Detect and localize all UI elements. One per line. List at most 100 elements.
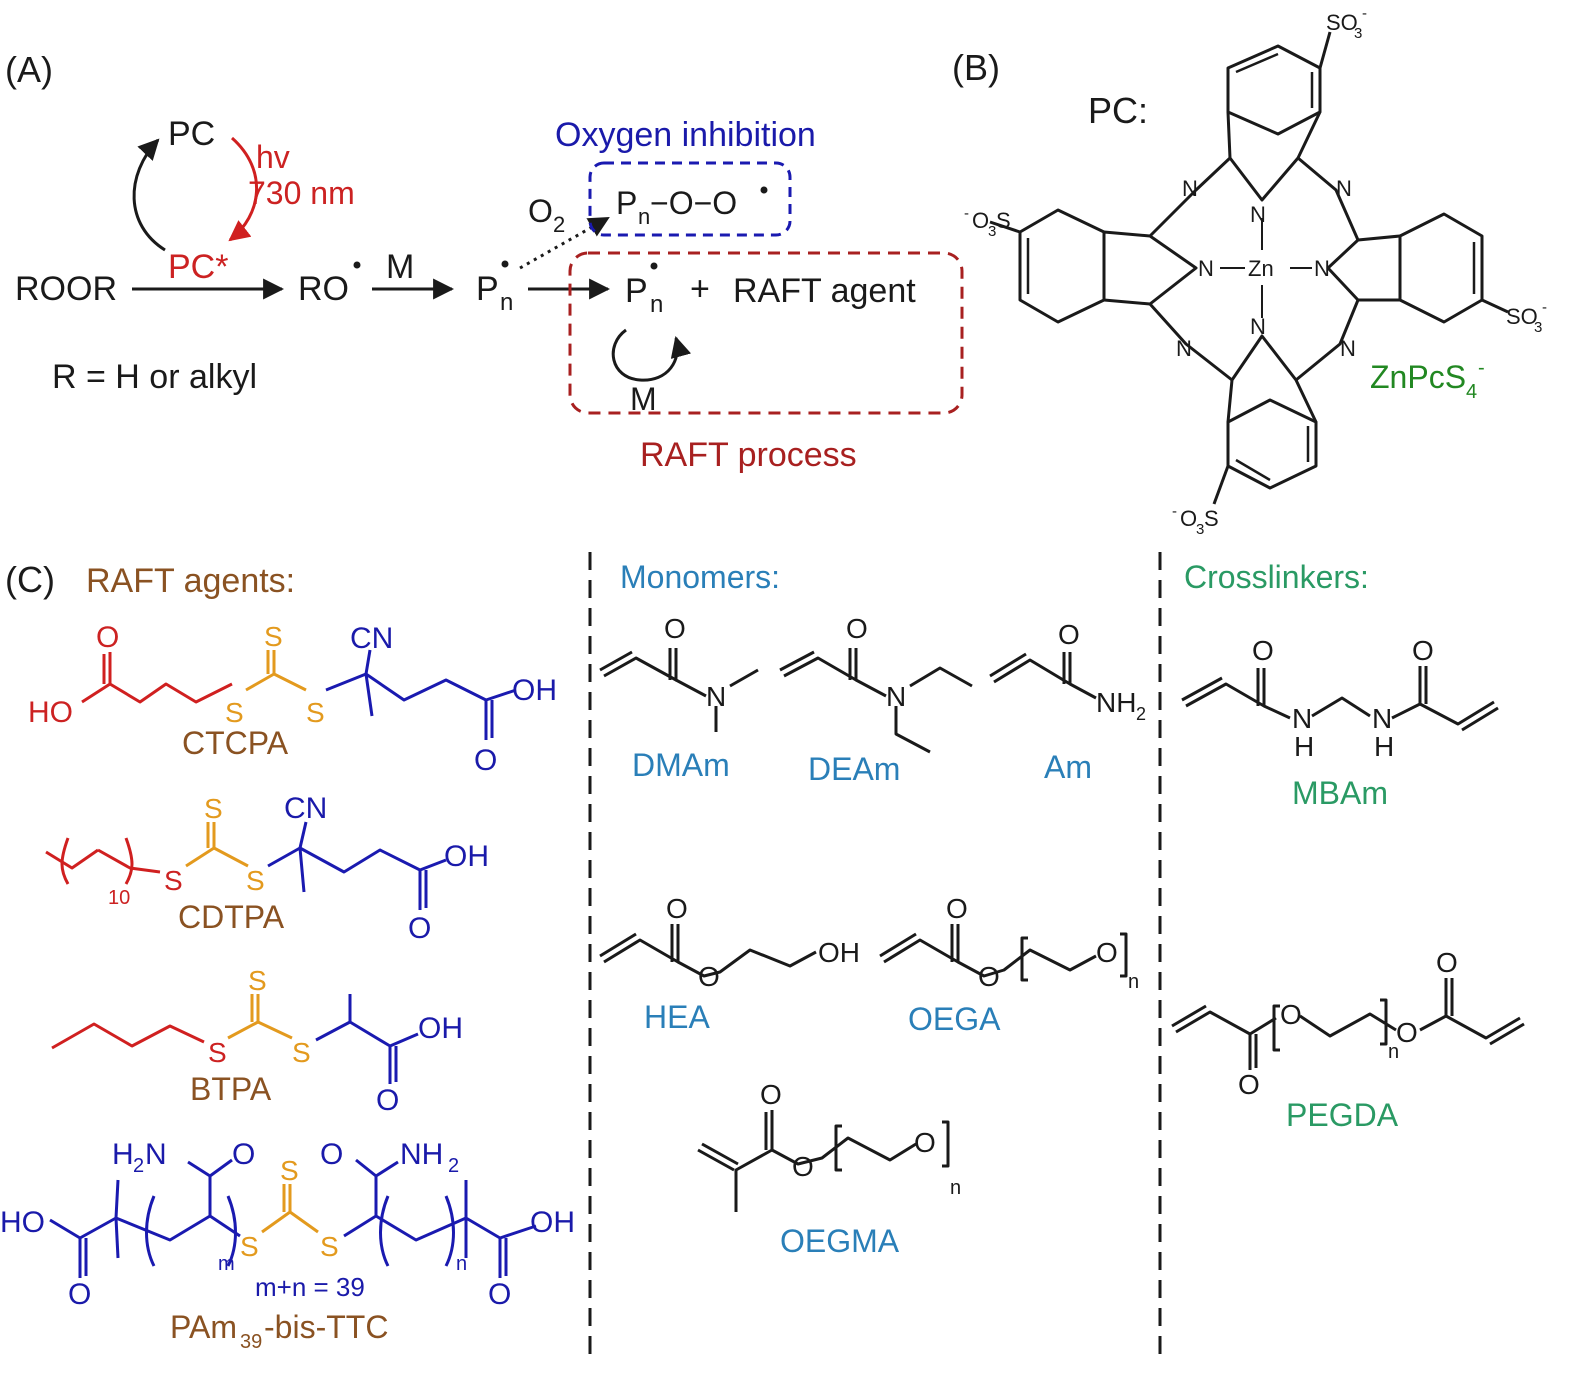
arrow-pn-to-peroxy [519,216,610,270]
svg-text:n: n [456,1253,467,1275]
svg-text:N: N [1250,314,1266,339]
svg-text:HO: HO [28,696,73,729]
raft-process-title: RAFT process [640,436,857,474]
roor-label: ROOR [15,270,117,308]
peroxy-p: P [616,185,637,221]
svg-text:NH: NH [1096,687,1136,718]
svg-text:N: N [886,681,906,712]
znpcs4-structure: N N N N N N N N Zn SO 3 - - O 3 S SO 3 -… [964,5,1547,538]
pc-colon-label: PC: [1088,90,1148,131]
svg-text:O: O [320,1138,343,1171]
svg-text:S: S [204,793,223,824]
svg-text:O: O [1412,635,1434,666]
monomer-deam: DEAm [808,751,900,787]
svg-text:O: O [96,621,119,654]
svg-text:O: O [232,1138,255,1171]
monomer-oegma: OEGMA [780,1223,900,1259]
monomer-oega: OEGA [908,1001,1001,1037]
ro-label: RO [298,270,349,308]
svg-text:S: S [208,1037,227,1068]
peroxy-radical-dot [760,186,768,194]
svg-text:OH: OH [418,1012,463,1045]
svg-text:N: N [1250,202,1266,227]
svg-text:NH: NH [400,1138,443,1171]
panel-a-label: (A) [5,49,53,90]
svg-text:O: O [376,1084,399,1117]
svg-text:S: S [306,697,325,728]
monomers-title: Monomers: [620,559,780,595]
svg-text:O: O [68,1278,91,1311]
svg-text:S: S [248,965,267,996]
svg-text:S: S [292,1037,311,1068]
svg-text:3: 3 [1354,25,1362,42]
crosslinker-pegda: PEGDA [1286,1097,1399,1133]
panel-a: (A) PC hv 730 nm PC* ROOR RO M P n R = H… [5,49,964,474]
svg-text:O: O [664,613,686,644]
pn-radical-dot [501,260,509,268]
svg-text:N: N [1292,703,1312,734]
so3-top: SO [1326,10,1358,35]
svg-text:O: O [488,1278,511,1311]
svg-text:2: 2 [1136,704,1146,724]
cycle-return-arrow [132,138,166,252]
peroxy-tail: −O−O [650,185,737,221]
svg-text:O: O [1396,1017,1418,1048]
svg-text:O: O [792,1151,814,1182]
o3s-left: O [972,208,989,233]
svg-text:N: N [706,681,726,712]
svg-text:O: O [914,1127,936,1158]
svg-text:OH: OH [512,674,557,707]
svg-text:CN: CN [284,792,327,825]
svg-text:3: 3 [1196,521,1204,538]
plus-sign: + [690,270,710,308]
svg-text:O: O [666,893,688,924]
am-structure: O NH 2 [989,619,1146,724]
panel-c: (C) RAFT agents: Monomers: Crosslinkers:… [0,552,1525,1362]
svg-text:O: O [1096,937,1118,968]
svg-text:O: O [474,744,497,777]
znpcs4-label: ZnPcS [1370,359,1466,395]
svg-text:-: - [1478,357,1485,379]
svg-text:O: O [760,1079,782,1110]
peroxy-subscript: n [638,204,650,229]
svg-text:3: 3 [1534,319,1542,336]
svg-text:m: m [218,1253,235,1275]
zn-atom: Zn [1248,256,1274,281]
svg-text:OH: OH [444,840,489,873]
svg-text:S: S [996,208,1011,233]
hea-structure: O O OH [599,893,860,992]
cdtpa-structure: 10 S S S CN OH O [45,792,489,945]
svg-text:CN: CN [350,622,393,655]
oega-structure: O O O n [879,893,1139,993]
svg-text:S: S [225,697,244,728]
svg-text:OH: OH [530,1206,575,1239]
svg-text:N: N [1340,336,1356,361]
svg-text:S: S [320,1231,339,1262]
panel-b-label: (B) [952,47,1000,88]
raft-agent-label: RAFT agent [733,272,916,310]
pam-subscript: 39 [240,1331,262,1353]
monomer-dmam: DMAm [632,747,730,783]
svg-text:O: O [946,893,968,924]
svg-text:O: O [698,961,720,992]
pc-label: PC [168,115,215,153]
svg-text:S: S [164,865,183,896]
svg-text:S: S [246,865,265,896]
m-label-2: M [630,381,657,417]
svg-text:-: - [1172,503,1177,520]
m-label-1: M [386,248,414,286]
crosslinker-mbam: MBAm [1292,775,1388,811]
svg-text:10: 10 [108,887,130,909]
svg-text:O: O [978,961,1000,992]
svg-text:N: N [1182,176,1198,201]
deam-structure: O N [779,613,973,754]
svg-text:-: - [1542,299,1547,316]
pam39-bis-ttc-structure: HO O H 2 N O m S S S O NH 2 n OH O [0,1138,575,1311]
panel-b: (B) PC: [952,5,1547,538]
excitation-arrow [228,136,258,242]
propagation-arrow [611,328,692,382]
o2-label: O [528,193,553,229]
raft-box [568,251,964,415]
pam-suffix: -bis-TTC [264,1309,388,1345]
